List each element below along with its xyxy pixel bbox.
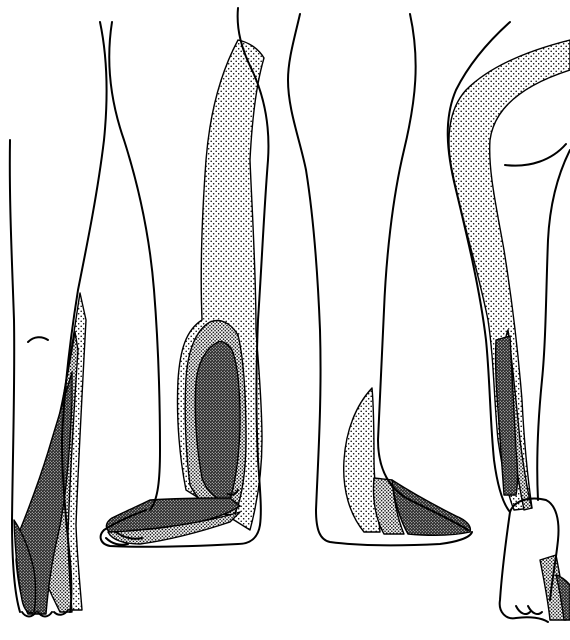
view-3-outline-back (288, 14, 472, 545)
view-3-zone-dark-foot (392, 480, 470, 535)
view-2-outline-back (109, 22, 160, 510)
view-1-knee-mark (28, 337, 48, 342)
view-2-lateral-leg (101, 8, 269, 547)
view-4-toe-lines (516, 606, 542, 614)
view-4-heel (510, 499, 559, 601)
view-2-zone-dark-calf (195, 341, 240, 500)
view-3-medial-leg (288, 14, 472, 545)
view-4-outline-front (537, 150, 570, 500)
view-4-gluteal-fold (505, 144, 566, 166)
view-3-zone-light-heel (344, 388, 380, 532)
view-1-anterior-leg (10, 22, 107, 617)
